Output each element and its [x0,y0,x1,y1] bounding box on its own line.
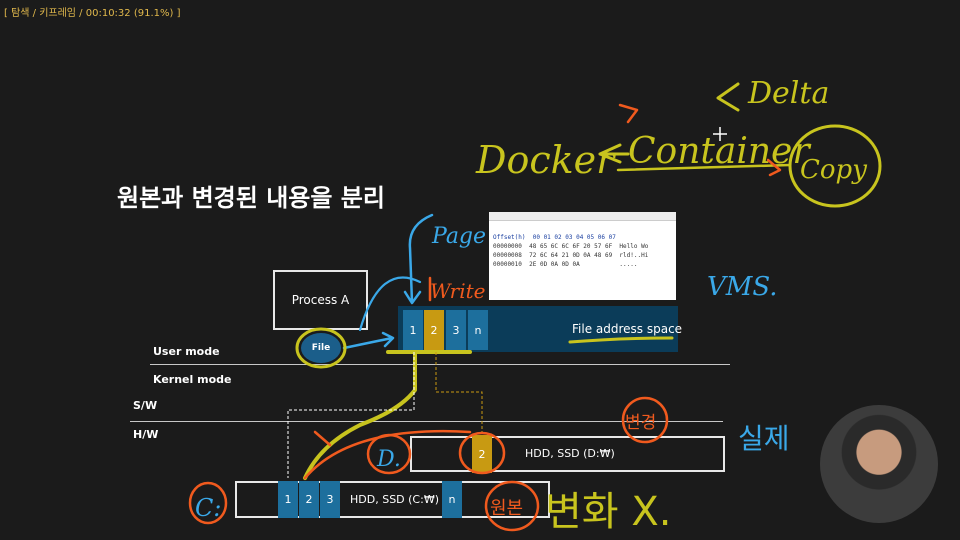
annot-change: 변경 [625,413,656,433]
read-arrow-yellow [303,350,417,480]
hdd-c-box [235,481,550,518]
fas-block-n: n [468,310,488,350]
fas-underline [568,336,674,344]
process-curve [358,276,422,332]
hw-label: H/W [133,428,159,441]
file-circle: File [301,333,341,363]
file-circle-label: File [311,343,331,353]
hdd-d-block-circle [458,431,506,475]
hdd-c-block-n: n [442,481,462,518]
fas-block-2: 2 [424,310,444,350]
orange-x-mark [313,430,332,447]
original-circle [484,480,540,532]
annot-docker: Docker [475,138,617,182]
fas-block-1: 1 [403,310,423,350]
file-address-space-label: File address space [572,322,683,336]
hex-row: 00000010 2E 0D 0A 0D 0A ..... [493,261,638,268]
process-a-label: Process A [291,293,350,307]
container-underline [616,163,792,172]
delta-arrow-icon [716,82,740,112]
hex-viewer-titlebar[interactable] [489,212,676,221]
annot-actual: 실제 [738,422,790,455]
crosshair-cursor-icon [713,127,727,141]
copy-circle [788,124,882,208]
hdd-c-block-3: 3 [320,481,340,518]
hex-row: 00000008 72 6C 64 21 0D 0A 48 69 rld!..H… [493,252,649,259]
arrow-left-icon [598,143,630,164]
change-circle [621,396,669,444]
kernel-mode-label: Kernel mode [153,373,232,386]
file-yellow-circle [295,327,347,369]
d-circle [366,433,412,475]
slide-title: 원본과 변경된 내용을 분리 [117,184,385,212]
hdd-c-block-2: 2 [299,481,319,518]
annot-vms: VMS. [707,272,778,302]
annot-c-drive: C: [195,494,221,522]
red-mark [618,103,639,124]
file-address-space-bar [398,306,678,352]
hdd-c-label: HDD, SSD (C:₩) [350,493,439,506]
annot-copy: Copy [800,155,867,185]
hex-viewer-window[interactable]: Offset(h) 00 01 02 03 04 05 06 07 000000… [489,212,676,300]
dashed-arrow-gold [435,352,483,432]
user-kernel-divider [150,364,730,365]
c-circle [188,481,228,525]
user-mode-label: User mode [153,345,220,358]
red-mark [766,158,782,177]
file-arrow [342,331,395,350]
hdd-c-block-1: 1 [278,481,298,518]
annot-delta: Delta [747,76,829,111]
annot-d-drive: D. [376,447,401,472]
dashed-arrow-white [287,352,415,478]
annot-original: 원본 [490,498,523,519]
annot-page: Page [431,224,486,249]
hex-row: 00000000 48 65 6C 6C 6F 20 57 6F Hello W… [493,243,649,250]
hex-header: Offset(h) 00 01 02 03 04 05 06 07 [493,234,616,241]
hdd-d-block-2: 2 [472,435,492,473]
annot-write: Write [430,279,486,303]
presenter-webcam [820,405,938,523]
hdd-d-label: HDD, SSD (D:₩) [525,447,615,460]
sw-hw-divider [130,421,723,422]
sw-label: S/W [133,399,158,412]
annot-no-change: 변화 X. [545,489,671,535]
orange-curve [303,429,472,480]
page-arrow [403,213,434,305]
status-bar: [ 탐색 / 키프레임 / 00:10:32 (91.1%) ] [4,8,181,19]
fas-block-3: 3 [446,310,466,350]
